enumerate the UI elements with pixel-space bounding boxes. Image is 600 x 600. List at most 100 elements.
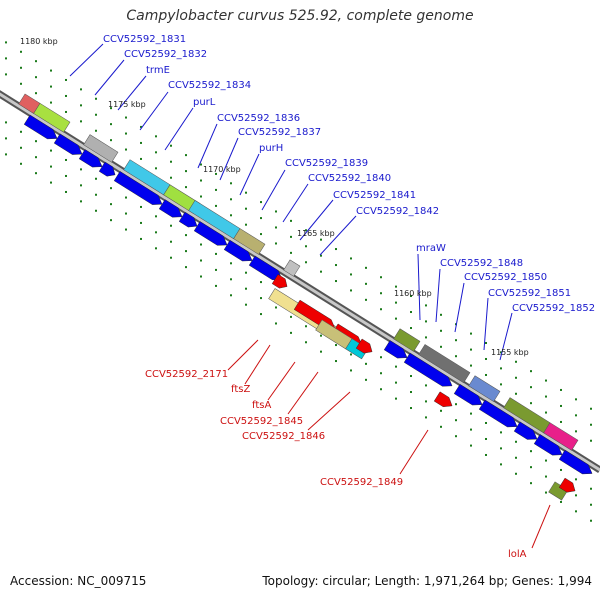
- tick-dot: [380, 308, 382, 311]
- tick-dot: [485, 421, 487, 424]
- tick-dot: [230, 262, 232, 265]
- gene-label: CCV52592_1840: [308, 173, 391, 184]
- tick-dot: [260, 217, 262, 220]
- leader-line: [399, 429, 429, 475]
- tick-dot: [65, 110, 67, 113]
- leader-line: [239, 153, 260, 196]
- tick-dot: [80, 120, 82, 123]
- tick-dot: [5, 137, 7, 140]
- tick-dot: [125, 196, 127, 199]
- leader-line: [227, 339, 259, 371]
- tick-dot: [260, 281, 262, 284]
- tick-dot: [455, 419, 457, 422]
- tick-dot: [155, 135, 157, 138]
- kbp-label: 1175 kbp: [108, 100, 146, 109]
- tick-dot: [530, 482, 532, 485]
- tick-dot: [5, 153, 7, 156]
- tick-dot: [440, 313, 442, 316]
- tick-dot: [410, 311, 412, 314]
- feature-block: [83, 134, 119, 163]
- tick-dot: [515, 360, 517, 363]
- tick-dot: [170, 160, 172, 163]
- cds-arrow: [98, 161, 116, 177]
- tick-dot: [305, 325, 307, 328]
- tick-dot: [470, 332, 472, 335]
- tick-dot: [590, 487, 592, 490]
- tick-dot: [50, 165, 52, 168]
- tick-dot: [200, 275, 202, 278]
- leader-line: [299, 199, 334, 241]
- tick-dot: [545, 395, 547, 398]
- leader-line: [267, 361, 296, 401]
- tick-dot: [245, 303, 247, 306]
- tick-dot: [185, 154, 187, 157]
- tick-dot: [410, 391, 412, 394]
- cds-arrow: [158, 199, 183, 218]
- tick-dot: [5, 57, 7, 60]
- cds-arrow: [403, 352, 453, 387]
- tick-dot: [200, 243, 202, 246]
- tick-dot: [515, 392, 517, 395]
- tick-dot: [215, 268, 217, 271]
- tick-dot: [20, 162, 22, 165]
- tick-dot: [185, 266, 187, 269]
- tick-dot: [290, 235, 292, 238]
- gene-label: mraW: [416, 243, 446, 254]
- leader-line: [454, 282, 465, 333]
- tick-dot: [275, 226, 277, 229]
- tick-dot: [230, 198, 232, 201]
- tick-dot: [140, 141, 142, 144]
- tick-dot: [110, 203, 112, 206]
- tick-dot: [185, 186, 187, 189]
- tick-dot: [125, 148, 127, 151]
- tick-dot: [35, 140, 37, 143]
- tick-dot: [320, 238, 322, 241]
- tick-dot: [110, 107, 112, 110]
- tick-dot: [170, 240, 172, 243]
- tick-dot: [530, 386, 532, 389]
- tick-dot: [275, 306, 277, 309]
- tick-dot: [365, 378, 367, 381]
- tick-dot: [245, 287, 247, 290]
- tick-dot: [500, 447, 502, 450]
- tick-dot: [500, 431, 502, 434]
- feature-block: [33, 102, 71, 133]
- tick-dot: [365, 362, 367, 365]
- accession-text: Accession: NC_009715: [10, 574, 147, 588]
- tick-dot: [425, 400, 427, 403]
- cds-arrow: [355, 338, 373, 354]
- gene-label: CCV52592_1852: [512, 303, 595, 314]
- cds-arrow: [533, 434, 563, 456]
- tick-dot: [485, 437, 487, 440]
- tick-dot: [260, 233, 262, 236]
- label-leaders: [69, 43, 551, 549]
- tick-dot: [50, 101, 52, 104]
- kbp-label: 1170 kbp: [203, 165, 241, 174]
- tick-dot: [80, 104, 82, 107]
- cds-arrow: [558, 477, 576, 493]
- tick-dot: [395, 381, 397, 384]
- tick-dot: [35, 76, 37, 79]
- tick-dot: [590, 519, 592, 522]
- kbp-label: 1155 kbp: [491, 348, 529, 357]
- tick-dot: [275, 322, 277, 325]
- gene-label: CCV52592_1848: [440, 258, 523, 269]
- gene-label: CCV52592_1851: [488, 288, 571, 299]
- tick-dot: [65, 174, 67, 177]
- tick-dot: [230, 294, 232, 297]
- tick-dot: [350, 369, 352, 372]
- tick-dot: [95, 113, 97, 116]
- tick-dot: [530, 370, 532, 373]
- tick-dot: [20, 66, 22, 69]
- tick-dot: [200, 163, 202, 166]
- tick-dot: [455, 403, 457, 406]
- tick-dot: [35, 60, 37, 63]
- tick-dot: [320, 334, 322, 337]
- tick-dot: [350, 257, 352, 260]
- tick-dot: [290, 315, 292, 318]
- tick-dot: [395, 317, 397, 320]
- leader-line: [164, 107, 194, 151]
- gene-label: CCV52592_1849: [320, 477, 403, 488]
- tick-dot: [65, 158, 67, 161]
